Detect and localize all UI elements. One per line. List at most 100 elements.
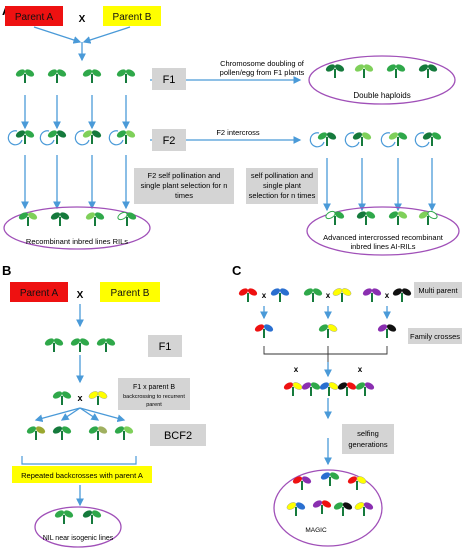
f1-label-box bbox=[152, 68, 186, 90]
plant bbox=[354, 502, 374, 516]
plant bbox=[380, 132, 408, 148]
plant bbox=[312, 500, 332, 514]
panel-c-arrows bbox=[260, 306, 391, 466]
selfing2-text-3: selection for n times bbox=[249, 191, 316, 200]
cross-small-c2: x bbox=[326, 291, 331, 300]
plant bbox=[52, 426, 72, 440]
plant bbox=[85, 212, 105, 226]
parent-a-box-b bbox=[10, 282, 68, 302]
parent-b-box bbox=[103, 6, 161, 26]
plant bbox=[74, 130, 102, 146]
parent-b-label-b: Parent B bbox=[111, 288, 150, 299]
multi-parent-label: Multi parent bbox=[418, 286, 458, 295]
selfing-c-text-2: generations bbox=[348, 440, 387, 449]
cross-small-c5: x bbox=[358, 365, 363, 374]
plant bbox=[377, 324, 397, 338]
f1-label-b: F1 bbox=[159, 341, 172, 353]
plant bbox=[292, 476, 312, 490]
cross-small-c4: x bbox=[294, 365, 299, 374]
plant bbox=[418, 210, 438, 225]
backcross-text-1: F1 x parent B bbox=[133, 384, 175, 391]
parent-a-box bbox=[5, 6, 63, 26]
plant bbox=[254, 324, 274, 338]
plant bbox=[344, 132, 372, 148]
bcf2-label: BCF2 bbox=[164, 430, 192, 442]
f2-label: F2 bbox=[163, 135, 176, 147]
plant bbox=[283, 382, 303, 396]
rils-oval bbox=[3, 206, 151, 250]
plant bbox=[26, 426, 46, 440]
selfing-box-text-3: times bbox=[175, 191, 193, 200]
nil-oval bbox=[34, 506, 122, 548]
plant bbox=[332, 288, 352, 302]
plant bbox=[15, 69, 35, 83]
plant bbox=[7, 130, 35, 146]
plant bbox=[54, 510, 74, 524]
plant bbox=[354, 64, 374, 78]
panel-b-arrows bbox=[34, 304, 126, 507]
magic-label: MAGIC bbox=[305, 527, 327, 534]
plant bbox=[270, 288, 290, 302]
selfing2-text-1: self pollination and bbox=[251, 171, 313, 180]
parent-a-label-b: Parent A bbox=[20, 288, 59, 299]
plant bbox=[114, 426, 134, 440]
plant bbox=[116, 69, 136, 83]
plant bbox=[82, 510, 102, 524]
plant bbox=[386, 64, 406, 78]
plant bbox=[52, 391, 72, 405]
plant bbox=[82, 69, 102, 83]
airils-text-2: inbred lines AI-RILs bbox=[350, 242, 415, 251]
plant bbox=[388, 211, 408, 225]
plant bbox=[238, 288, 258, 302]
doubling-text-1: Chromosome doubling of bbox=[220, 59, 305, 68]
backcross-box bbox=[118, 378, 190, 410]
bcf2-label-box bbox=[150, 424, 206, 446]
plant bbox=[337, 382, 357, 396]
parent-a-label: Parent A bbox=[15, 12, 54, 23]
plant bbox=[362, 288, 382, 302]
selfing-box bbox=[134, 168, 234, 204]
parent-b-box-b bbox=[100, 282, 160, 302]
plant bbox=[301, 382, 321, 396]
plant bbox=[355, 382, 375, 396]
plant bbox=[18, 212, 38, 226]
plant bbox=[44, 338, 64, 352]
repeated-box bbox=[12, 466, 152, 483]
magic-oval bbox=[273, 469, 383, 547]
plant bbox=[319, 382, 339, 396]
nil-label: NIL near isogenic lines bbox=[43, 535, 114, 542]
double-haploids-label: Double haploids bbox=[353, 91, 410, 100]
plant bbox=[303, 288, 323, 302]
selfing2-text-2: single plant bbox=[263, 181, 302, 190]
plant bbox=[70, 338, 90, 352]
panel-c-letter: C bbox=[232, 263, 242, 278]
selfing-box-text-2: single plant selection for n bbox=[141, 181, 228, 190]
f1-label: F1 bbox=[163, 74, 176, 86]
backcross-text-3: parent bbox=[146, 402, 162, 408]
cross-symbol-b: X bbox=[77, 290, 84, 301]
doubling-text-2: pollen/egg from F1 plants bbox=[220, 68, 305, 77]
intercross-text: F2 intercross bbox=[216, 128, 260, 137]
plant bbox=[356, 211, 376, 225]
airils-text-1: Advanced intercrossed recombinant bbox=[323, 233, 444, 242]
plant bbox=[108, 130, 136, 146]
family-crosses-label: Family crosses bbox=[410, 332, 460, 341]
repeated-label: Repeated backcrosses with parent A bbox=[21, 471, 143, 480]
airils-oval bbox=[306, 206, 460, 256]
plant bbox=[418, 64, 438, 78]
cross-symbol: X bbox=[79, 14, 86, 25]
multi-parent-box bbox=[414, 282, 462, 298]
parent-b-label: Parent B bbox=[113, 12, 152, 23]
plant bbox=[88, 391, 108, 405]
plant bbox=[318, 324, 338, 338]
plant bbox=[47, 69, 67, 83]
backcross-text-2: backcrossing to recurrent bbox=[123, 394, 185, 400]
family-bracket bbox=[263, 346, 388, 362]
panel-a-arrows bbox=[21, 26, 436, 212]
f2-label-box bbox=[152, 129, 186, 151]
selfing2-box bbox=[246, 168, 318, 204]
plant bbox=[50, 212, 70, 226]
plant bbox=[39, 130, 67, 146]
f1-label-box-b bbox=[148, 335, 182, 357]
